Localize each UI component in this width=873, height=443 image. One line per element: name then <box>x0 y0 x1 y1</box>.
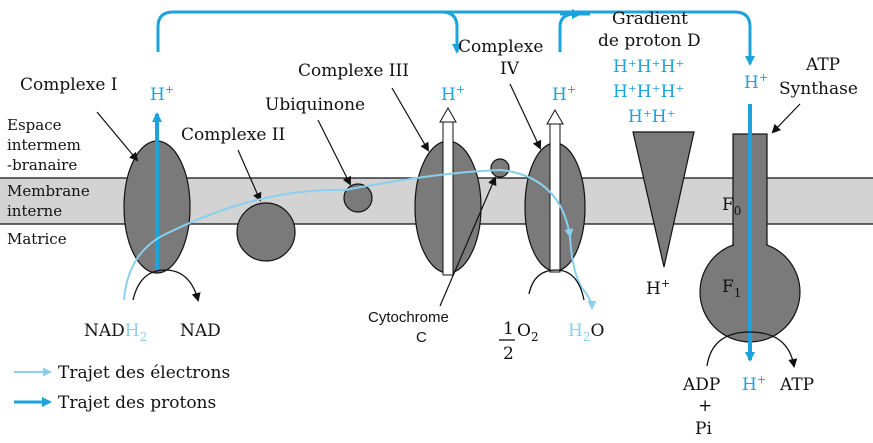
legend-proton-label: Trajet des protons <box>58 393 216 413</box>
gradient-label-1: Gradient <box>612 9 688 29</box>
nad-label: NAD <box>180 321 221 341</box>
complex-iv-label-1: Complexe <box>458 37 543 57</box>
ubiquinone-pointer <box>318 120 350 184</box>
complex-iii-pointer <box>392 88 428 150</box>
oxygen-label: O2 <box>517 321 539 344</box>
adp-label: ADP <box>682 375 720 395</box>
pi-label: Pi <box>695 419 712 439</box>
ubiquinone-label: Ubiquinone <box>265 95 365 115</box>
region-label-interne: interne <box>7 202 62 220</box>
cytochrome-c-label: Cytochrome <box>368 309 449 326</box>
complex-ii-label: Complexe II <box>181 125 285 145</box>
complex-i-label: Complexe I <box>20 75 118 95</box>
complex-iii-label: Complexe III <box>298 61 409 81</box>
complex-i-proton-label: H+ <box>150 83 174 105</box>
cytochrome-c-letter: C <box>416 329 427 346</box>
gradient-protons-row-2: H⁺H⁺H⁺ <box>613 82 684 102</box>
atp-synthase-pointer <box>773 104 800 132</box>
atp-synthase-proton-label-bottom: H+ <box>742 373 766 395</box>
complex-iv-pointer <box>510 84 540 148</box>
cytochrome-c-molecule <box>491 159 509 177</box>
complex-iv-channel-arrow <box>547 110 563 124</box>
half-denominator: 2 <box>503 344 514 364</box>
proton-loop-mid <box>560 14 580 52</box>
atp-synthase-proton-label-top: H+ <box>744 71 768 93</box>
gradient-protons-row-3: H⁺H⁺ <box>628 107 676 127</box>
nadh2-label: NADH2 <box>84 321 147 344</box>
complex-iii-channel-arrow <box>440 108 456 122</box>
gradient-protons-row-1: H⁺H⁺H⁺ <box>613 57 684 77</box>
complex-iv-label-2: IV <box>500 59 520 79</box>
complex-iii-proton-label: H+ <box>441 83 465 105</box>
half-numerator: 1 <box>503 319 514 339</box>
water-label: H2O <box>568 321 604 344</box>
region-label-intermem: intermem <box>7 136 81 154</box>
legend-electron-label: Trajet des électrons <box>58 363 230 383</box>
region-label-matrice: Matrice <box>7 230 67 248</box>
complex-iv-proton-label: H+ <box>552 83 576 105</box>
nadh-reaction-arrow <box>133 270 198 300</box>
plus-label: + <box>698 396 712 416</box>
gradient-bottom-proton: H+ <box>646 277 670 299</box>
region-label-branaire: -branaire <box>7 156 77 174</box>
proton-loop-top <box>158 12 457 52</box>
complex-ii-protein <box>237 203 295 261</box>
region-label-espace: Espace <box>7 116 62 134</box>
region-label-membrane: Membrane <box>7 182 90 200</box>
gradient-label-2: de proton D <box>598 31 701 51</box>
complex-iii-channel <box>443 120 453 275</box>
complex-i-pointer <box>97 112 137 160</box>
atp-label: ATP <box>779 375 814 395</box>
atp-synthase-label-1: ATP <box>805 55 840 75</box>
atp-synthase-label-2: Synthase <box>779 79 858 99</box>
